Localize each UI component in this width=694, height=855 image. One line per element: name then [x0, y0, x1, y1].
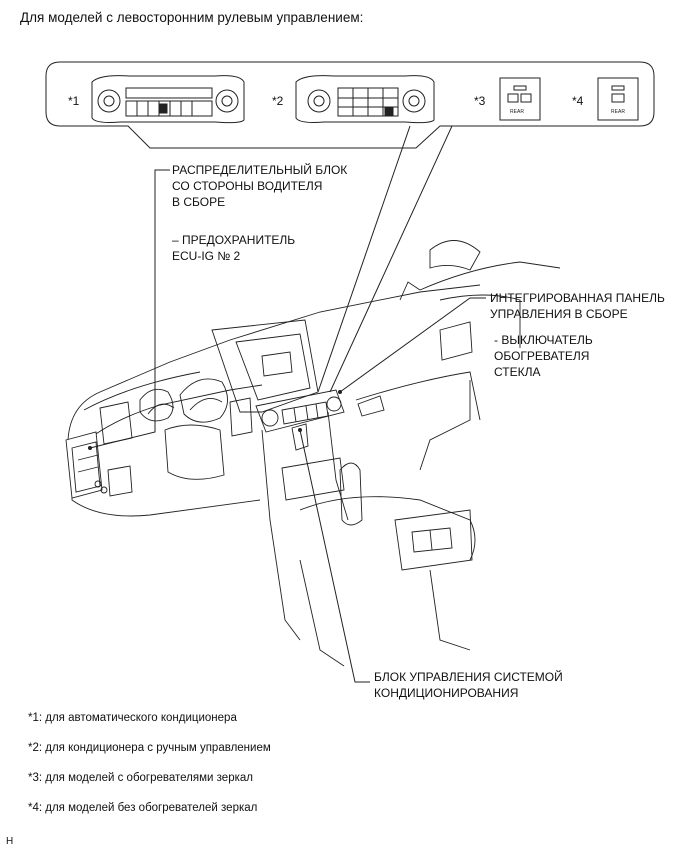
rear-label-4: REAR [611, 109, 625, 115]
inset-label-2: *2 [272, 94, 284, 108]
ac-unit-leader [299, 429, 370, 683]
fuse-line-1: – ПРЕДОХРАНИТЕЛЬ [172, 233, 296, 247]
ac-unit-line-2: КОНДИЦИОНИРОВАНИЯ [374, 686, 519, 700]
inset-leader-left [317, 125, 411, 393]
switch-line-2: ОБОГРЕВАТЕЛЯ [494, 349, 590, 363]
fuse-line-2: ECU-IG № 2 [172, 249, 241, 263]
inset-label-4: *4 [572, 94, 584, 108]
footnote-4: *4: для моделей без обогревателей зеркал [28, 802, 258, 814]
panel-leader [339, 297, 486, 393]
rear-defogger-switch-4-icon [597, 77, 639, 121]
junction-block-line-2: СО СТОРОНЫ ВОДИТЕЛЯ [172, 179, 323, 193]
rear-label-3: REAR [510, 109, 524, 115]
switch-line-1: - ВЫКЛЮЧАТЕЛЬ [494, 333, 593, 347]
inset-label-3: *3 [474, 94, 486, 108]
control-panel-2-icon [295, 75, 435, 124]
figure-id: H [6, 836, 14, 847]
footnote-2: *2: для кондиционера с ручным управление… [28, 742, 271, 754]
junction-block-line-1: РАСПРЕДЕЛИТЕЛЬНЫЙ БЛОК [172, 163, 348, 177]
panel-line-2: УПРАВЛЕНИЯ В СБОРЕ [490, 307, 628, 321]
footnote-1: *1: для автоматического кондиционера [28, 712, 237, 724]
inset-label-1: *1 [68, 94, 80, 108]
inset-leader-right [329, 125, 453, 393]
footnote-3: *3: для моделей с обогревателями зеркал [28, 772, 253, 784]
control-panel-1-icon [91, 75, 245, 124]
rear-defogger-switch-3-icon [499, 77, 541, 121]
switch-line-3: СТЕКЛА [494, 365, 541, 379]
junction-block-leader [89, 169, 170, 449]
dashboard-illustration [65, 240, 561, 667]
page-title: Для моделей с левосторонним рулевым упра… [20, 10, 364, 25]
inset-frame [45, 61, 655, 149]
junction-block-icon [65, 431, 108, 499]
ac-unit-line-1: БЛОК УПРАВЛЕНИЯ СИСТЕМОЙ [374, 670, 563, 684]
junction-block-line-3: В СБОРЕ [172, 195, 226, 209]
panel-line-1: ИНТЕГРИРОВАННАЯ ПАНЕЛЬ [490, 291, 665, 305]
